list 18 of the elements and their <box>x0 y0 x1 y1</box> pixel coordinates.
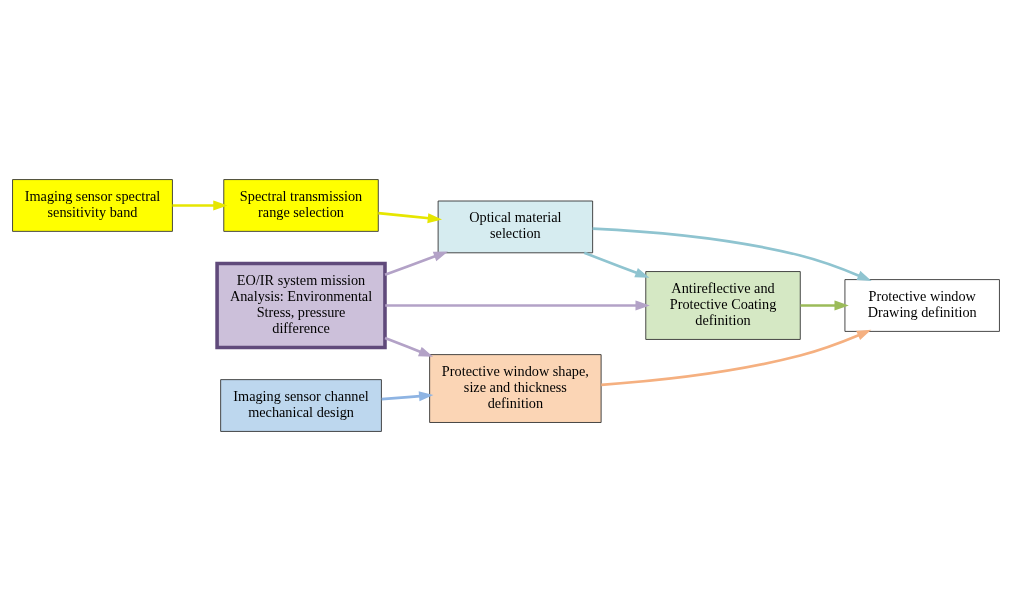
arrow <box>384 251 448 276</box>
node-box: Imaging sensor spectral sensitivity band <box>12 178 173 232</box>
arrow <box>800 300 849 310</box>
node-box: Protective window Drawing definition <box>844 278 1000 332</box>
arrow <box>592 226 872 281</box>
arrow <box>583 251 650 278</box>
arrow <box>381 390 434 401</box>
arrow <box>384 336 434 357</box>
arrow <box>601 329 872 386</box>
node-box: Spectral transmission range selection <box>223 178 379 232</box>
arrow <box>378 211 443 223</box>
node-box: Optical material selection <box>437 200 594 253</box>
node-box: EO/IR system mission Analysis: Environmental Stress, pressure difference <box>215 261 387 349</box>
arrow <box>172 199 228 210</box>
node-box: Imaging sensor channel mechanical design <box>220 378 382 432</box>
arrow <box>385 300 650 310</box>
node-box: Antireflective and Protective Coating definition <box>645 270 801 340</box>
node-box: Protective window shape, size and thickness definition <box>429 353 602 423</box>
